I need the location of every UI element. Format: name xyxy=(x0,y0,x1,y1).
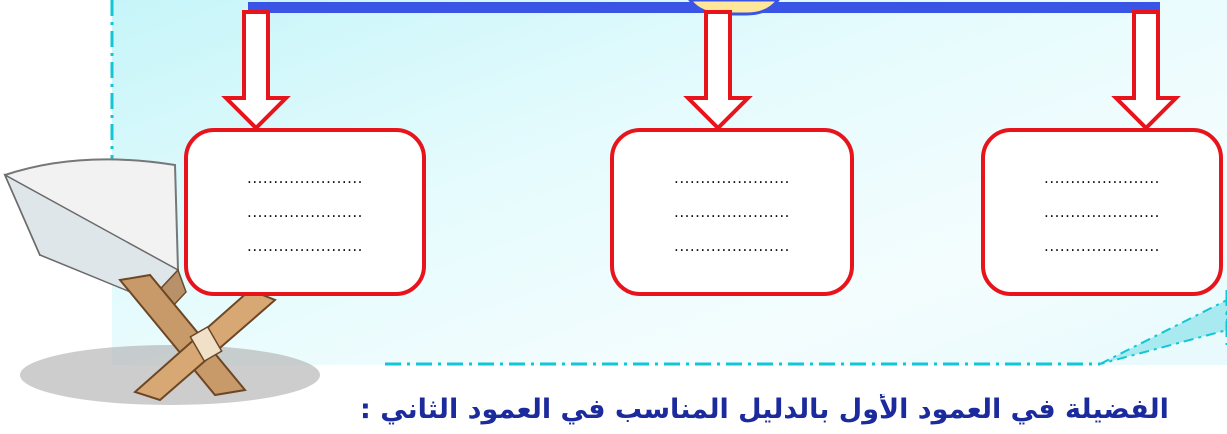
instruction-caption: الفضيلة في العمود الأول بالدليل المناسب … xyxy=(360,394,1169,425)
card-dotted-line: ...................... xyxy=(1044,169,1160,187)
card-dotted-line: ...................... xyxy=(247,203,363,221)
arrow-right xyxy=(1111,10,1181,131)
stand-inlay xyxy=(189,325,223,363)
connector-graphics xyxy=(3,0,1227,405)
card-dotted-line: ...................... xyxy=(674,169,790,187)
frame-corner-fold xyxy=(1099,298,1227,365)
answer-card-right[interactable]: ...................... .................… xyxy=(981,128,1223,296)
diagram-stage: ...................... .................… xyxy=(3,0,1227,425)
card-dotted-line: ...................... xyxy=(674,203,790,221)
quran-stand-illustration xyxy=(3,158,320,405)
card-dotted-line: ...................... xyxy=(247,237,363,255)
arrow-middle xyxy=(683,10,753,131)
answer-card-middle[interactable]: ...................... .................… xyxy=(610,128,854,296)
card-dotted-line: ...................... xyxy=(1044,237,1160,255)
top-center-oval xyxy=(688,0,780,16)
arrow-left xyxy=(221,10,291,131)
card-dotted-line: ...................... xyxy=(1044,203,1160,221)
card-dotted-line: ...................... xyxy=(247,169,363,187)
card-dotted-line: ...................... xyxy=(674,237,790,255)
answer-card-left[interactable]: ...................... .................… xyxy=(184,128,426,296)
